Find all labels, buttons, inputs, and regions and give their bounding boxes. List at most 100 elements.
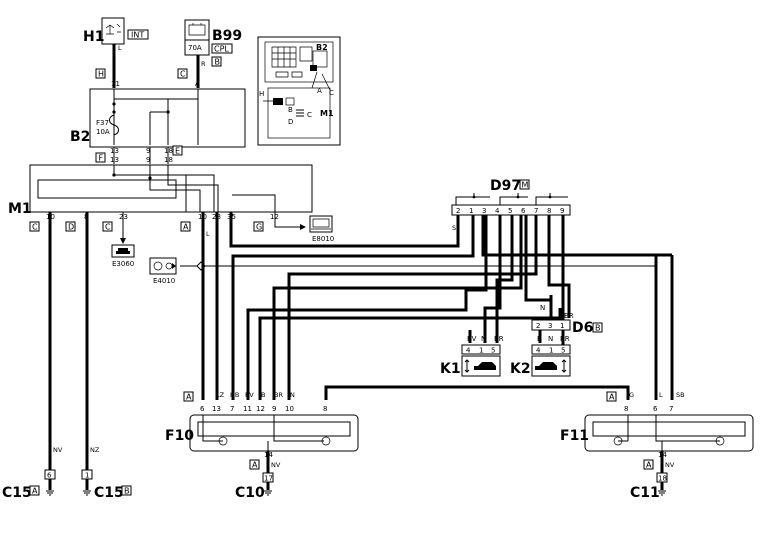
d97-pin-9: 9 — [560, 207, 564, 215]
d6-wire-n: N — [540, 304, 545, 312]
c15b-wire: NZ — [90, 446, 100, 454]
c10-label: C10 — [235, 485, 265, 501]
f11-pin-14: 14 — [658, 451, 667, 459]
h1-wire-color: L — [118, 44, 122, 52]
f10-wire-n: N — [290, 391, 295, 399]
conn-c-m1-box — [29, 221, 40, 232]
inset-d: D — [288, 118, 293, 126]
f10-wire-br: BR — [274, 391, 283, 399]
inset-a: A — [317, 87, 322, 95]
b99-wire-color: R — [201, 60, 206, 68]
f10-pin-13: 13 — [212, 405, 221, 413]
d6-wire-br2: BR — [560, 335, 570, 343]
d6-connector-top — [531, 319, 571, 331]
f10-label: F10 — [165, 428, 194, 444]
f10-pin-11: 11 — [243, 405, 252, 413]
c15a-pin: 6 — [47, 472, 52, 480]
location-inset — [257, 36, 341, 146]
f10-pin-14: 14 — [264, 451, 273, 459]
d6-tpin-2: 2 — [536, 322, 540, 330]
d97-m-tag: M — [522, 181, 529, 190]
f11-pin-6: 6 — [653, 405, 658, 413]
c11-pin: 18 — [658, 475, 667, 483]
f11-wire-sb: SB — [676, 391, 685, 399]
wire-l: L — [206, 230, 210, 238]
h1-switch-icon — [105, 23, 121, 35]
conn-g-m1: G — [256, 223, 262, 232]
f10-wire-bv: BV — [245, 391, 254, 399]
conn-a-f10: A — [186, 393, 192, 402]
conn-a-m1: A — [183, 223, 189, 232]
b2-pin-9: 9 — [146, 147, 150, 155]
conn-a-f10-box — [183, 391, 194, 402]
e3060-label: E3060 — [112, 260, 134, 268]
inset-b2: B2 — [316, 43, 328, 52]
d97-pin-7: 7 — [534, 207, 538, 215]
k2-label: K2 — [510, 361, 531, 377]
c10-pin: 17 — [264, 475, 273, 483]
d97-label: D97 — [490, 178, 521, 194]
d6-label: D6 — [572, 320, 593, 336]
c15b-tag-box — [121, 485, 132, 496]
cpl-tag-box — [211, 43, 233, 54]
c10-pin-box — [262, 472, 274, 483]
inset-c: C — [329, 89, 334, 97]
k2-pin-4: 4 — [536, 347, 541, 355]
f11-pin-7: 7 — [669, 405, 673, 413]
k1-wire-bv: BV — [467, 335, 477, 343]
conn-e-box — [172, 145, 183, 156]
f10-wire-b: B — [261, 391, 265, 399]
f11-wire-g: G — [629, 391, 634, 399]
f10-pin-10: 10 — [285, 405, 294, 413]
m1-internal-wiring — [113, 165, 276, 212]
conn-a-c10: A — [252, 461, 258, 470]
inset-c2: C — [307, 111, 312, 119]
k2-pin-5: 5 — [561, 347, 565, 355]
cpl-tag: CPL — [214, 45, 229, 54]
inset-b: B — [288, 106, 293, 114]
conn-c2-m1: C — [105, 223, 111, 232]
conn-e: E — [175, 147, 180, 156]
e8010-label: E8010 — [312, 235, 334, 243]
b2-fuse-symbol — [109, 114, 119, 136]
c11-wire: NV — [665, 461, 675, 469]
conn-d-m1: D — [68, 223, 74, 232]
k2-connector — [531, 344, 571, 355]
k1-pin-1: 1 — [479, 347, 483, 355]
b2-label: B2 — [70, 129, 90, 145]
inset-fusebox-grid — [271, 46, 313, 78]
k1-connector — [461, 344, 501, 355]
d6-wire-br: BR — [564, 312, 574, 320]
f10-wire-lz: LZ — [216, 391, 225, 399]
conn-f-box — [95, 152, 106, 163]
b99-fuse-rating: 70A — [188, 44, 202, 52]
c15b-tag: B — [124, 487, 130, 496]
conn-a-f11: A — [609, 393, 615, 402]
conn-a-c11-box — [643, 459, 654, 470]
wire-s: S — [452, 224, 456, 232]
f10-pin-12: 12 — [256, 405, 265, 413]
c15a-wire: NV — [53, 446, 63, 454]
h1-switch-box — [101, 17, 125, 45]
h1-pin: 11 — [111, 80, 120, 88]
d97-pin-8: 8 — [547, 207, 551, 215]
conn-a-f11-box — [606, 391, 617, 402]
b2-fuse-amp: 10A — [96, 128, 110, 136]
e8010-box — [309, 215, 333, 233]
f10-pin-9: 9 — [272, 405, 276, 413]
d97-pin-2: 2 — [456, 207, 460, 215]
c15a-tag: A — [32, 487, 38, 496]
b99-pin: A — [195, 80, 200, 88]
conn-c2-m1-box — [102, 221, 113, 232]
k1-car-icon — [474, 362, 496, 370]
k1-wire-br: BR — [494, 335, 504, 343]
harness-wires — [48, 212, 674, 490]
f11-label: F11 — [560, 428, 589, 444]
b99-b-tag: B — [215, 58, 221, 67]
f10-pin-6: 6 — [200, 405, 205, 413]
d97-pin-4: 4 — [495, 207, 500, 215]
conn-h-box — [95, 68, 106, 79]
conn-a-c11: A — [646, 461, 652, 470]
c15b-label: C15 — [94, 485, 124, 501]
m1-pin-9: 9 — [146, 156, 150, 164]
